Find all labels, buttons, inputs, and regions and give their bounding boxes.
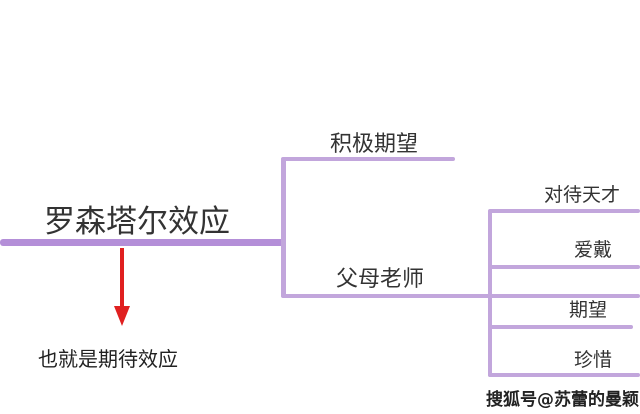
sub-connector [488,210,492,377]
sub-label-1: 对待天才 [544,184,621,206]
sub-line-3 [488,325,633,329]
root-line [0,239,285,246]
sub-line-2 [488,265,640,269]
root-node-label: 罗森塔尔效应 [44,204,230,240]
sub-line-4 [488,373,640,377]
branch-label-1: 积极期望 [330,132,419,157]
branch-line-2 [281,294,640,298]
sub-label-3: 期望 [569,299,608,321]
watermark: 搜狐号@苏蕾的曼颖 [486,390,639,410]
note-text: 也就是期待效应 [38,347,178,371]
sub-label-4: 珍惜 [574,349,613,371]
branch-connector [281,158,286,298]
branch-line-1 [281,157,455,161]
sub-label-2: 爱戴 [574,239,613,261]
branch-label-2: 父母老师 [336,267,425,292]
sub-line-1 [488,209,640,213]
down-arrow-icon [114,248,130,326]
